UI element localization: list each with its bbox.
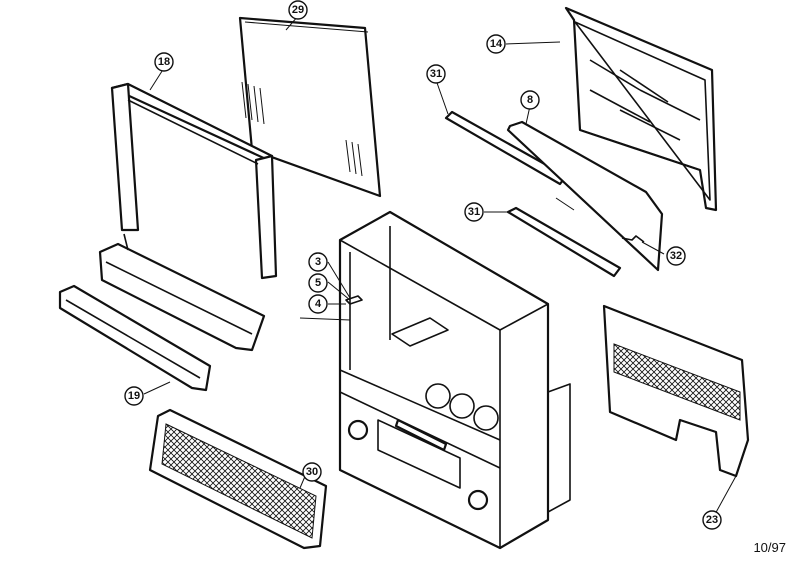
callout-3: 3 bbox=[308, 252, 328, 272]
callout-5: 5 bbox=[308, 273, 328, 293]
part-8-screen-glass bbox=[506, 120, 664, 272]
date-stamp: 10/97 bbox=[753, 540, 786, 555]
svg-text:23: 23 bbox=[706, 514, 718, 526]
svg-text:30: 30 bbox=[306, 466, 318, 478]
callout-32: 32 bbox=[666, 246, 686, 266]
part-29-rear-panel bbox=[238, 16, 382, 198]
part-30-speaker-grille bbox=[148, 408, 328, 550]
main-cabinet bbox=[338, 210, 571, 550]
leader-lines bbox=[143, 15, 737, 517]
svg-text:5: 5 bbox=[315, 277, 321, 289]
callout-14: 14 bbox=[486, 34, 506, 54]
svg-text:8: 8 bbox=[527, 94, 533, 106]
callout-18: 18 bbox=[154, 52, 174, 72]
callout-19: 19 bbox=[124, 386, 144, 406]
callout-4: 4 bbox=[308, 294, 328, 314]
callout-31-upper: 31 bbox=[426, 64, 446, 84]
part-32-bracket bbox=[621, 235, 645, 243]
svg-text:3: 3 bbox=[315, 256, 321, 268]
svg-text:19: 19 bbox=[128, 390, 140, 402]
svg-text:14: 14 bbox=[490, 38, 503, 50]
svg-text:18: 18 bbox=[158, 56, 170, 68]
part-18-screen-frame bbox=[110, 82, 278, 280]
part-19-front-trim bbox=[58, 284, 212, 392]
callout-31-lower: 31 bbox=[464, 202, 484, 222]
parts-3-5-4-hardware bbox=[299, 295, 363, 321]
svg-text:4: 4 bbox=[315, 298, 322, 310]
part-14-mirror-assembly bbox=[564, 6, 718, 212]
part-31-lower-strip bbox=[506, 206, 622, 278]
upper-front-bezel bbox=[98, 233, 266, 352]
svg-text:32: 32 bbox=[670, 250, 682, 262]
svg-text:29: 29 bbox=[292, 4, 304, 16]
svg-text:31: 31 bbox=[430, 68, 442, 80]
svg-text:31: 31 bbox=[468, 206, 480, 218]
part-23-back-cover bbox=[602, 304, 750, 478]
callout-30: 30 bbox=[302, 462, 322, 482]
callout-29: 29 bbox=[288, 0, 308, 20]
callout-23: 23 bbox=[702, 510, 722, 530]
callout-8: 8 bbox=[520, 90, 540, 110]
